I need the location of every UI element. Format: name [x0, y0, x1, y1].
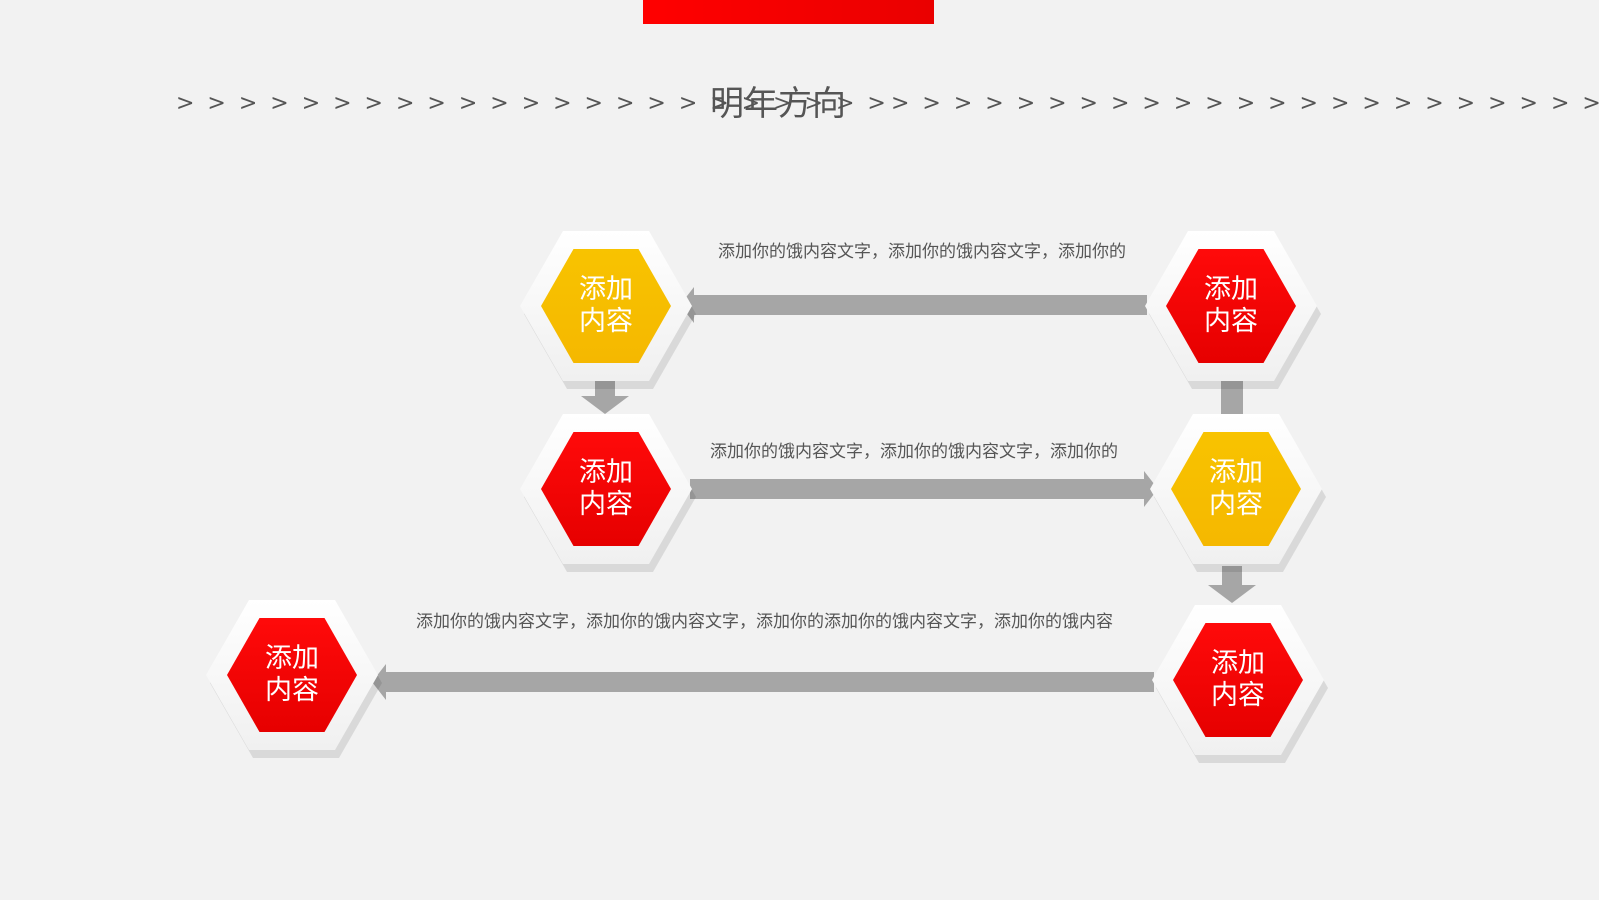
header: > > > > > > > > > > > > > > > > > > > > …: [0, 76, 1599, 132]
hex-node: 添加内容: [1150, 414, 1326, 572]
node-label: 添加内容: [265, 643, 319, 706]
chevron-decoration-left: > > > > > > > > > > > > > > > > > > > > …: [176, 91, 889, 116]
connector-n3-to-n4: [690, 479, 1146, 499]
connector-n2-to-n4: [1221, 377, 1243, 417]
description-text: 添加你的饿内容文字，添加你的饿内容文字，添加你的: [718, 242, 1126, 262]
node-label: 添加内容: [1204, 274, 1258, 337]
top-accent-bar: [643, 0, 934, 24]
connector-n5-to-n6: [386, 672, 1154, 692]
hex-node: 添加内容: [520, 414, 696, 572]
description-text: 添加你的饿内容文字，添加你的饿内容文字，添加你的: [710, 442, 1118, 462]
description-text: 添加你的饿内容文字，添加你的饿内容文字，添加你的添加你的饿内容文字，添加你的饿内…: [416, 612, 1113, 632]
chevron-decoration-right: > > > > > > > > > > > > > > > > > > > > …: [891, 91, 1599, 116]
hex-node: 添加内容: [1145, 231, 1321, 389]
hex-node: 添加内容: [206, 600, 382, 758]
connector-n4-to-n5: [1222, 566, 1242, 586]
node-label: 添加内容: [1211, 648, 1265, 711]
connector-n1-to-n3: [595, 377, 615, 397]
hex-node: 添加内容: [520, 231, 696, 389]
arrow-down-icon: [581, 396, 629, 414]
connector-n2-to-n1: [692, 295, 1147, 315]
node-label: 添加内容: [1209, 457, 1263, 520]
hex-fill: 添加内容: [541, 249, 671, 363]
node-label: 添加内容: [579, 274, 633, 337]
page-title: 明年方向: [710, 84, 846, 124]
hex-fill: 添加内容: [541, 432, 671, 546]
hex-node: 添加内容: [1152, 605, 1328, 763]
node-label: 添加内容: [579, 457, 633, 520]
arrow-down-icon: [1208, 585, 1256, 603]
